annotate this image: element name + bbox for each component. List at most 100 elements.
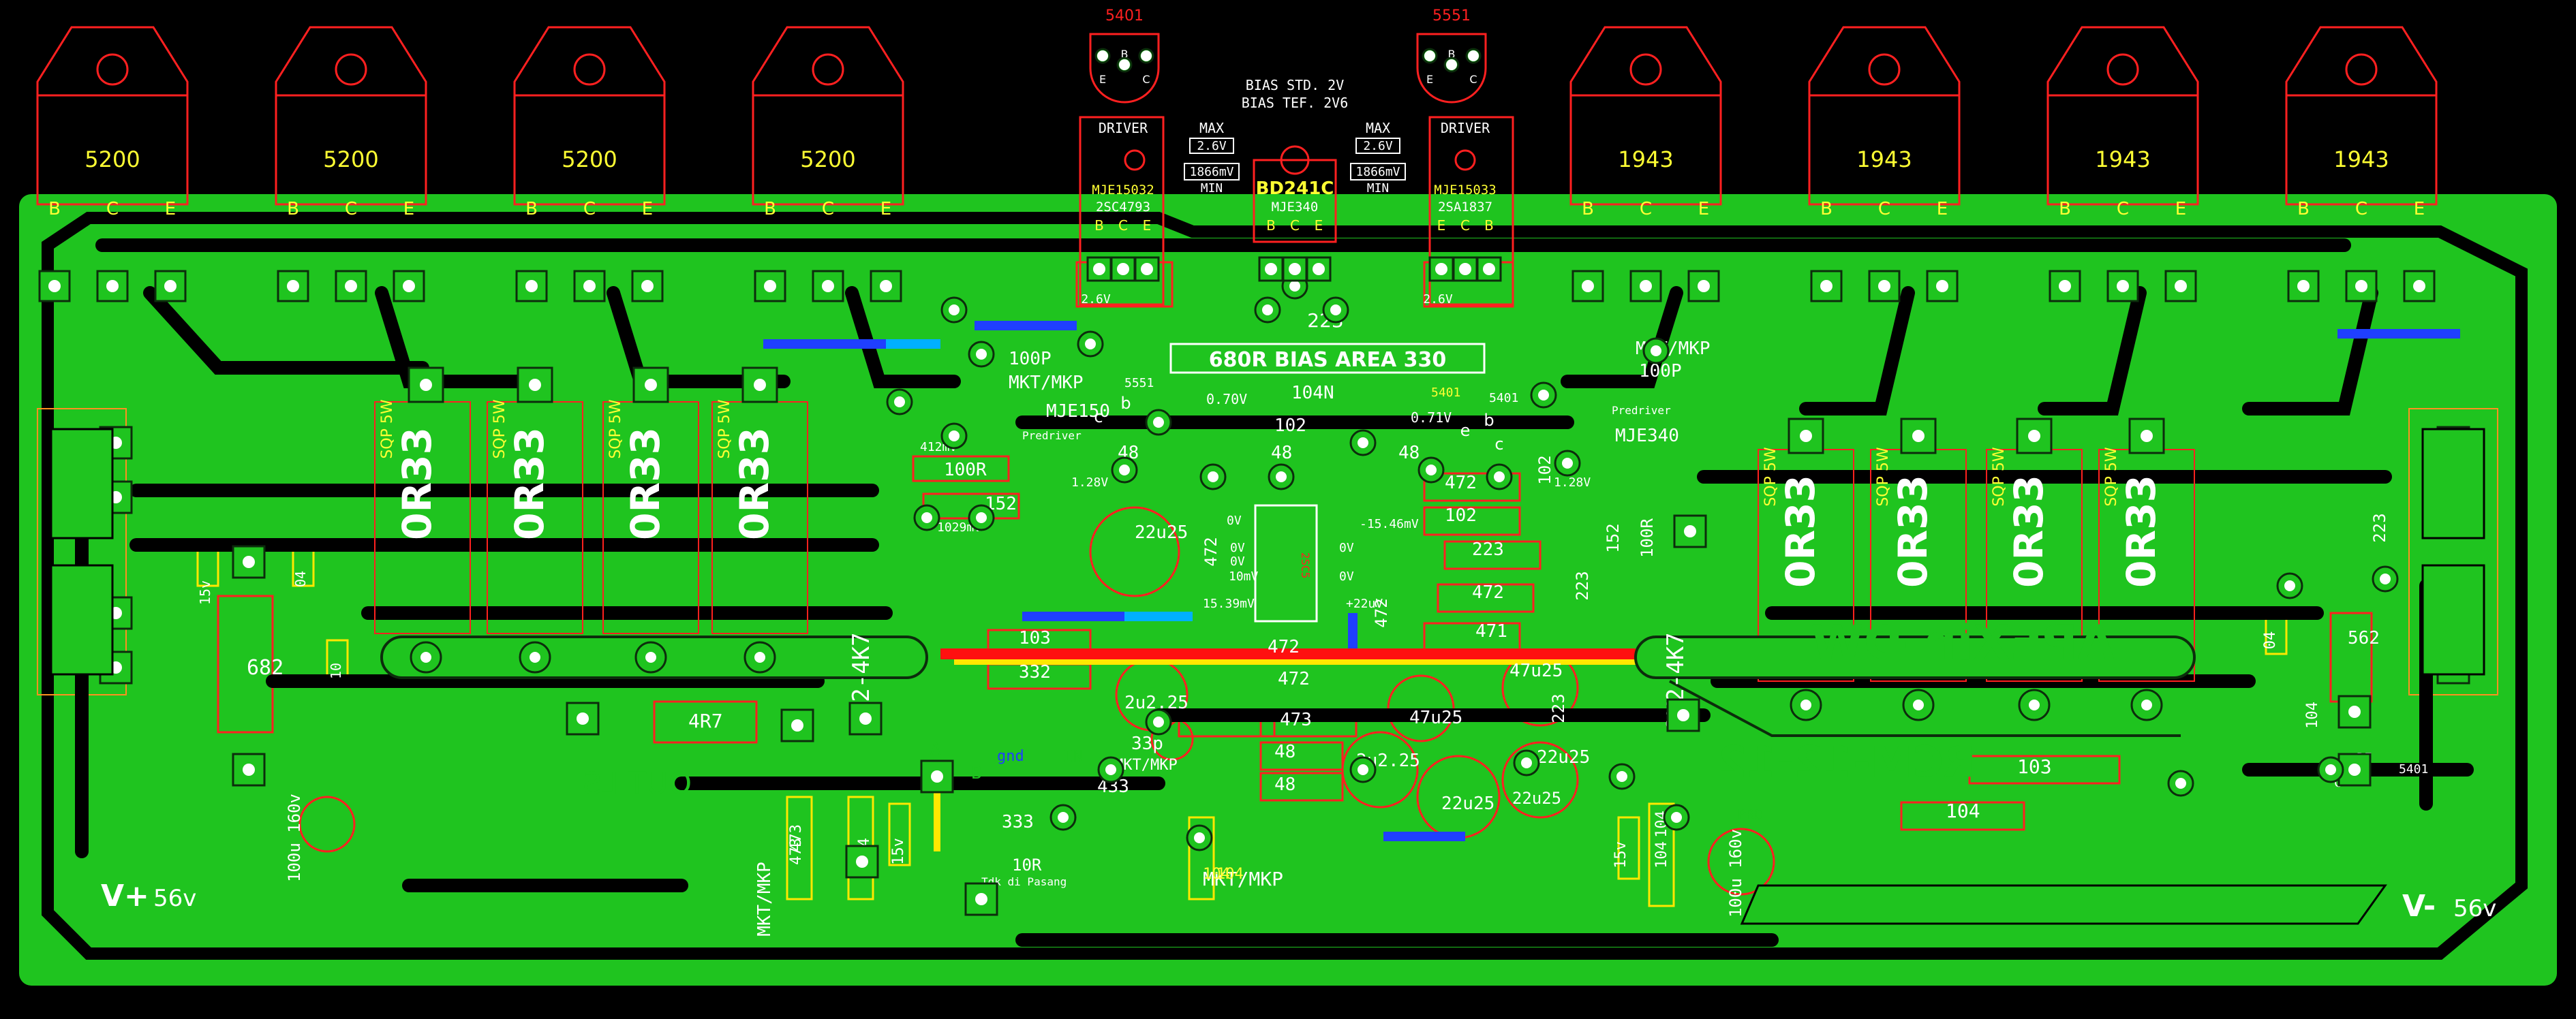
component-label-r48c: 48 (1398, 443, 1420, 463)
component-label-v128a: 1.28V (1071, 475, 1108, 490)
transistor-label: 5200 (800, 146, 855, 172)
component-label-r48e: 48 (1274, 774, 1295, 795)
component-outline (1188, 816, 1215, 900)
pad-hole (1538, 390, 1549, 401)
pad-hole (754, 652, 765, 663)
component-label-r48b: 48 (1271, 443, 1292, 463)
component-label-r471: 471 (1475, 621, 1507, 642)
component-label-r332: 332 (1019, 662, 1051, 683)
component-label-r472e: 472 (1372, 598, 1391, 627)
pin-label: E (1143, 217, 1152, 234)
component-label-r104b: 104 (1946, 800, 1980, 822)
pad-hole (1562, 458, 1573, 469)
pin-label: B (764, 199, 776, 219)
driver-title: DRIVER (1441, 120, 1490, 136)
component-label-v0a: 0V (1227, 514, 1242, 528)
pin-label: B (2297, 199, 2310, 219)
power-transistor-outlines (36, 26, 2498, 907)
pad-hole (1194, 832, 1205, 843)
component-label-r10r: 10R (1012, 856, 1042, 875)
resistor-outline (1259, 741, 1344, 771)
pin-label: C (1290, 217, 1300, 234)
pad-hole (1153, 717, 1164, 727)
pad-hole (1878, 280, 1890, 292)
pad-hole (1521, 757, 1532, 768)
resistor-value: 0R33 (1890, 475, 1936, 588)
component-outline (1648, 802, 1675, 907)
pad-hole (754, 379, 766, 391)
pad-hole (1119, 465, 1130, 475)
pad-hole (1459, 263, 1471, 275)
component-label-r333: 333 (1002, 812, 1034, 832)
pad-hole (1265, 263, 1277, 275)
pad-hole (2380, 574, 2391, 584)
component-label-mkt_left: MKT/MKP (1009, 373, 1084, 393)
component-label-c100u: 100u 160v (285, 794, 304, 882)
driver-voltage: 2.6V (1423, 292, 1453, 307)
max-label: MAX (1199, 120, 1224, 136)
pad-hole (2029, 700, 2040, 710)
pad-hole (1276, 471, 1287, 482)
bias-standard: BIAS STD. 2V (1246, 77, 1345, 93)
component-label-d15v_b: 15v (890, 838, 907, 865)
capacitor-outline (298, 796, 356, 853)
component-label-v128b: 1.28V (1554, 475, 1591, 490)
component-label-r223e: 223 (2370, 513, 2389, 542)
driver-alt: 2SA1837 (1438, 200, 1492, 215)
pad-hole (976, 512, 987, 523)
transistor-label: 5200 (323, 146, 378, 172)
pad-hole (645, 652, 656, 663)
pin-label: C (345, 199, 357, 219)
pin-label: C (1118, 217, 1128, 234)
transistor-5551-label: 5551 (1432, 7, 1471, 25)
pad-hole (2348, 706, 2361, 718)
pad-hole (791, 719, 803, 732)
resistor-outline (653, 700, 758, 744)
ic-marker: 2SC5 (1299, 552, 1312, 579)
pad-hole (243, 764, 255, 776)
resistor-outline (1437, 583, 1535, 613)
square-pad (1306, 256, 1332, 282)
resistor-outline (1259, 772, 1344, 802)
pad-hole (1684, 525, 1696, 537)
component-label-mkt_bottom: MKT/MKP (754, 862, 775, 937)
component-label-pro: PRO (1738, 806, 1762, 823)
component-pads (38, 48, 2485, 925)
component-label-r152b: 152 (1604, 523, 1623, 552)
max-voltage: 2.6V (1197, 139, 1227, 153)
component-label-c22u25b: 22u25 (1441, 794, 1494, 814)
component-label-r104n: 104N (1291, 383, 1334, 403)
component-label-r473_bottom: 473 (788, 838, 805, 865)
pad-hole (949, 304, 960, 315)
component-label-v1546: -15.46mV (1360, 517, 1419, 531)
transistor-label: 1943 (1618, 146, 1673, 172)
component-label-c47u25b: 47u25 (1409, 708, 1462, 728)
component-label-r472b: 472 (1472, 582, 1504, 603)
pad-hole (529, 379, 541, 391)
component-label-mje340: MJE340 (1615, 426, 1679, 446)
driver-area-outlines (1075, 116, 1514, 374)
resistor-outline (217, 595, 274, 734)
component-label-v1539: 15.39mV (1203, 597, 1255, 611)
component-label-d10: 10 (328, 663, 344, 679)
pad-hole (1483, 263, 1495, 275)
power-transistor (275, 26, 427, 206)
pin-label: E (1426, 73, 1433, 86)
pad-hole (822, 280, 834, 292)
component-label-c100p_right: 100P (1639, 361, 1682, 381)
max-label: MAX (1366, 120, 1390, 136)
min-label: MIN (1201, 181, 1223, 195)
pin-label: E (2414, 199, 2425, 219)
pin-label: B (525, 199, 538, 219)
pad-hole (287, 280, 299, 292)
pad-hole (1936, 280, 1948, 292)
component-label-r102c: 102 (1535, 455, 1554, 484)
pad-hole (2325, 764, 2336, 775)
pad-hole (1424, 50, 1435, 61)
transistor-5401-label: 5401 (1105, 7, 1144, 25)
pad-hole (2175, 778, 2186, 789)
supply-plus-voltage: 56v (153, 885, 196, 912)
component-label-q5401_small2: 5401 (1489, 391, 1518, 405)
pin-label: B (1820, 199, 1833, 219)
